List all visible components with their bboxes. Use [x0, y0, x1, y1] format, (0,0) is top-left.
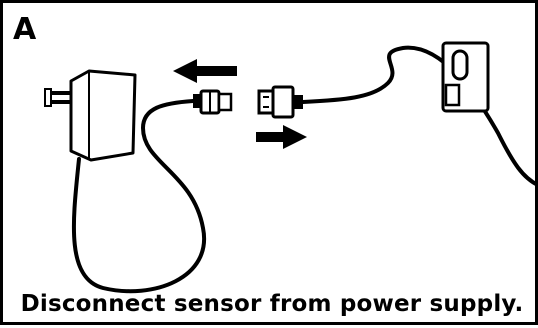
- caption: Disconnect sensor from power supply.: [20, 291, 524, 317]
- sensor-unit: [441, 41, 490, 113]
- female-connector: [193, 89, 233, 115]
- right-arrow-icon: [256, 125, 307, 149]
- power-adapter-icon: [44, 69, 137, 162]
- illustration: [44, 41, 538, 294]
- left-arrow-icon: [173, 59, 237, 83]
- panel-letter: A: [13, 12, 37, 47]
- adapter-cable: [71, 99, 207, 294]
- male-connector: [257, 85, 303, 119]
- sensor-cable: [301, 45, 538, 187]
